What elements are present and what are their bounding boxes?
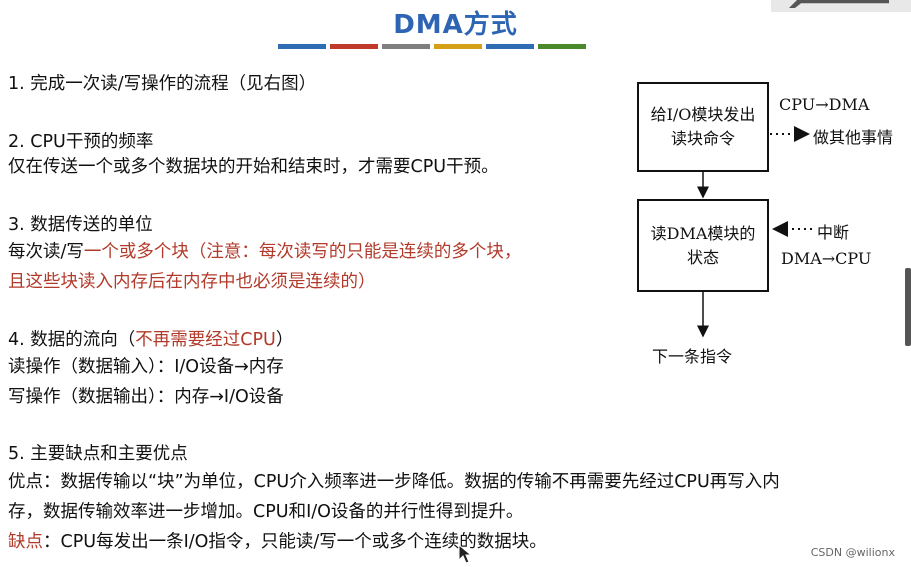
label-next-instruction: 下一条指令 bbox=[652, 347, 733, 366]
section-5-line-3-a: 缺点 bbox=[8, 532, 43, 552]
scrollbar-thumb[interactable] bbox=[905, 268, 911, 346]
box1-line-1: 给I/O模块发出 bbox=[650, 105, 756, 124]
section-5-line-3-b: ：CPU每发出一条I/O指令，只能读/写一个或多个连续的数据块。 bbox=[43, 532, 547, 552]
section-4-line-2: 写操作（数据输出）：内存→I/O设备 bbox=[8, 387, 284, 407]
section-3-line-1-b: 一个或多个块（注意：每次读写的只能是连续的多个块， bbox=[83, 242, 522, 262]
label-cpu-to-dma: CPU→DMA bbox=[779, 95, 870, 114]
flow-box-read-status: 读DMA模块的 状态 bbox=[637, 199, 769, 292]
section-3-line-1-a: 每次读/写 bbox=[8, 242, 84, 262]
section-3-title: 3. 数据传送的单位 bbox=[8, 215, 153, 235]
section-2-title: 2. CPU干预的频率 bbox=[8, 132, 154, 152]
color-segment bbox=[486, 44, 534, 49]
page-title: DMA方式 bbox=[393, 10, 518, 40]
box2-line-2: 状态 bbox=[686, 247, 719, 267]
section-4-title-a: 4. 数据的流向（ bbox=[8, 330, 136, 350]
color-segment bbox=[538, 44, 586, 49]
label-do-other: 做其他事情 bbox=[813, 128, 894, 147]
section-4-title: 4. 数据的流向（不再需要经过CPU） bbox=[8, 328, 293, 352]
section-3-line-2: 且这些块读入内存后在内存中也必须是连续的） bbox=[8, 272, 376, 292]
section-4-title-c: ） bbox=[275, 330, 294, 350]
color-segment bbox=[330, 44, 378, 49]
section-4-line-1: 读操作（数据输入）：I/O设备→内存 bbox=[8, 357, 284, 377]
title-color-bar bbox=[278, 44, 586, 49]
watermark: CSDN @wilionx bbox=[810, 546, 895, 559]
mouse-cursor-icon bbox=[458, 544, 472, 564]
box1-line-2: 读块命令 bbox=[670, 129, 735, 148]
label-dma-to-cpu: DMA→CPU bbox=[781, 249, 872, 268]
corner-decoration bbox=[771, 0, 911, 12]
section-5-title: 5. 主要缺点和主要优点 bbox=[8, 444, 188, 464]
section-1-title: 1. 完成一次读/写操作的流程（见右图） bbox=[8, 74, 317, 94]
section-2-text: 仅在传送一个或多个数据块的开始和结束时，才需要CPU干预。 bbox=[8, 157, 499, 177]
flow-box-issue-command: 给I/O模块发出 读块命令 bbox=[637, 82, 769, 172]
section-5-line-2: 存，数据传输效率进一步增加。CPU和I/O设备的并行性得到提升。 bbox=[8, 502, 524, 522]
section-5-line-3: 缺点：CPU每发出一条I/O指令，只能读/写一个或多个连续的数据块。 bbox=[8, 530, 547, 554]
color-segment bbox=[278, 44, 326, 49]
box2-line-1: 读DMA模块的 bbox=[650, 223, 756, 243]
section-3-line-1: 每次读/写一个或多个块（注意：每次读写的只能是连续的多个块， bbox=[8, 240, 521, 264]
color-segment bbox=[382, 44, 430, 49]
section-4-title-b: 不再需要经过CPU bbox=[135, 330, 276, 350]
section-5-line-1: 优点：数据传输以“块”为单位，CPU介入频率进一步降低。数据的传输不再需要先经过… bbox=[8, 472, 780, 492]
color-segment bbox=[434, 44, 482, 49]
label-interrupt: 中断 bbox=[817, 223, 850, 242]
